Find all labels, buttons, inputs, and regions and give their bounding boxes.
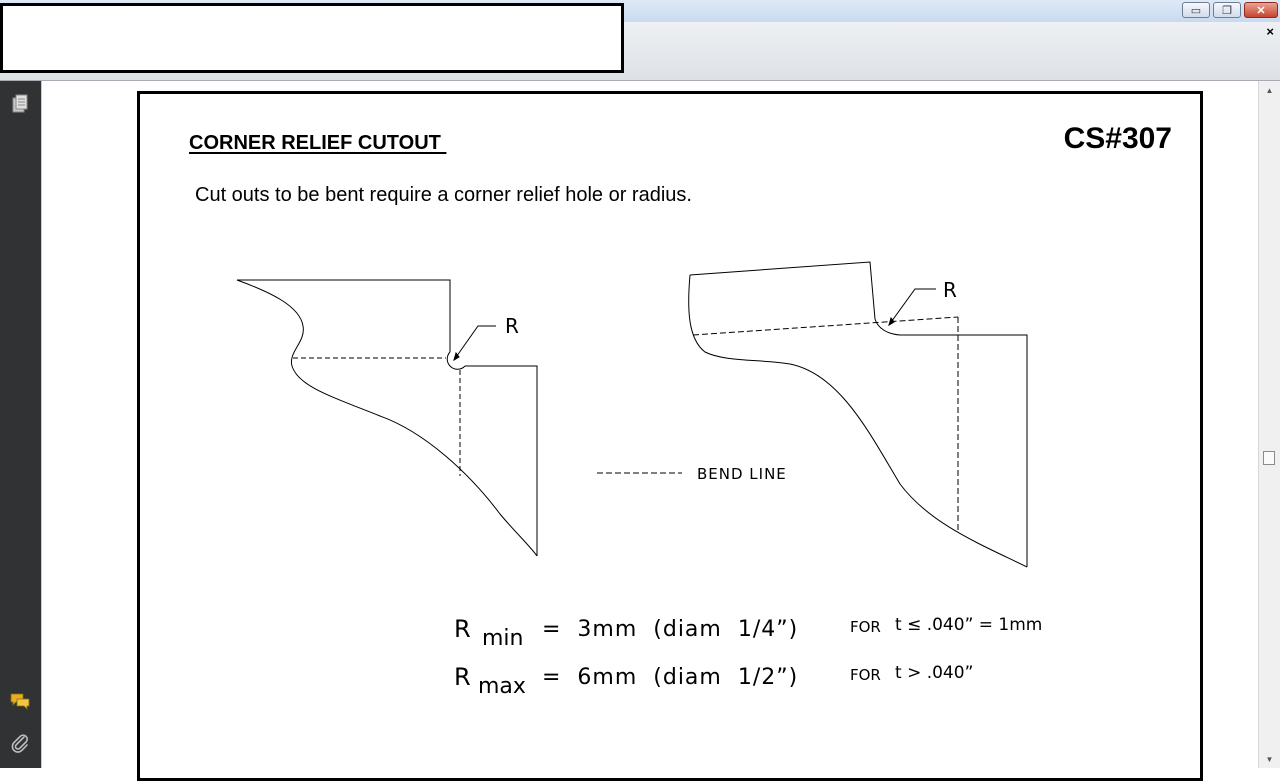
scrollbar-thumb[interactable]: [1263, 451, 1275, 465]
formula-min: R min = 3mm (diam 1/4”) FOR t ≤ .040” = …: [454, 615, 1042, 651]
formula-min-condition: FOR: [850, 618, 881, 636]
formula-max-condition-tail: t > .040”: [895, 663, 973, 683]
restore-button[interactable]: ❐: [1213, 2, 1241, 18]
attachments-icon[interactable]: [9, 732, 31, 754]
formula-min-subscript: min: [482, 626, 524, 651]
right-radius-label: R: [943, 278, 957, 302]
vertical-scrollbar[interactable]: ▲ ▼: [1258, 81, 1280, 768]
formula-max-value: = 6mm (diam 1/2”): [542, 665, 798, 690]
formula-min-value: = 3mm (diam 1/4”): [542, 617, 798, 642]
minimize-button[interactable]: ▭: [1182, 2, 1210, 18]
document-code: CS#307: [1063, 122, 1172, 155]
pages-icon[interactable]: [9, 93, 31, 115]
scroll-down-arrow-icon[interactable]: ▼: [1265, 754, 1274, 764]
comments-icon[interactable]: [9, 690, 31, 712]
formula-max: R max = 6mm (diam 1/2”) FOR t > .040”: [454, 663, 973, 699]
redacted-title-area: [0, 3, 624, 73]
left-part-outline: [236, 279, 538, 557]
formula-max-symbol: R: [454, 663, 471, 691]
navigation-sidebar: [0, 81, 41, 768]
page-description: Cut outs to be bent require a corner rel…: [195, 184, 692, 206]
close-button[interactable]: ✕: [1244, 2, 1278, 18]
corner-relief-drawing: R BEND LINE R R min = 3mm (diam 1/4”) FO…: [236, 261, 1042, 699]
formula-max-condition: FOR: [850, 666, 881, 684]
pdf-page: CORNER RELIEF CUTOUT CS#307 Cut outs to …: [137, 91, 1203, 781]
close-document-icon[interactable]: ×: [1266, 24, 1274, 39]
right-leader-arrow: [888, 288, 936, 327]
right-part-outline: [688, 261, 1028, 568]
legend-bend-line-label: BEND LINE: [697, 465, 787, 483]
formula-min-symbol: R: [454, 615, 471, 643]
formula-max-subscript: max: [478, 674, 526, 699]
left-leader-arrow: [453, 325, 496, 362]
formula-min-condition-tail: t ≤ .040” = 1mm: [895, 615, 1042, 635]
right-bend-line: [692, 316, 959, 336]
page-heading: CORNER RELIEF CUTOUT: [189, 132, 447, 154]
left-radius-label: R: [505, 314, 519, 338]
scroll-up-arrow-icon[interactable]: ▲: [1265, 85, 1274, 95]
